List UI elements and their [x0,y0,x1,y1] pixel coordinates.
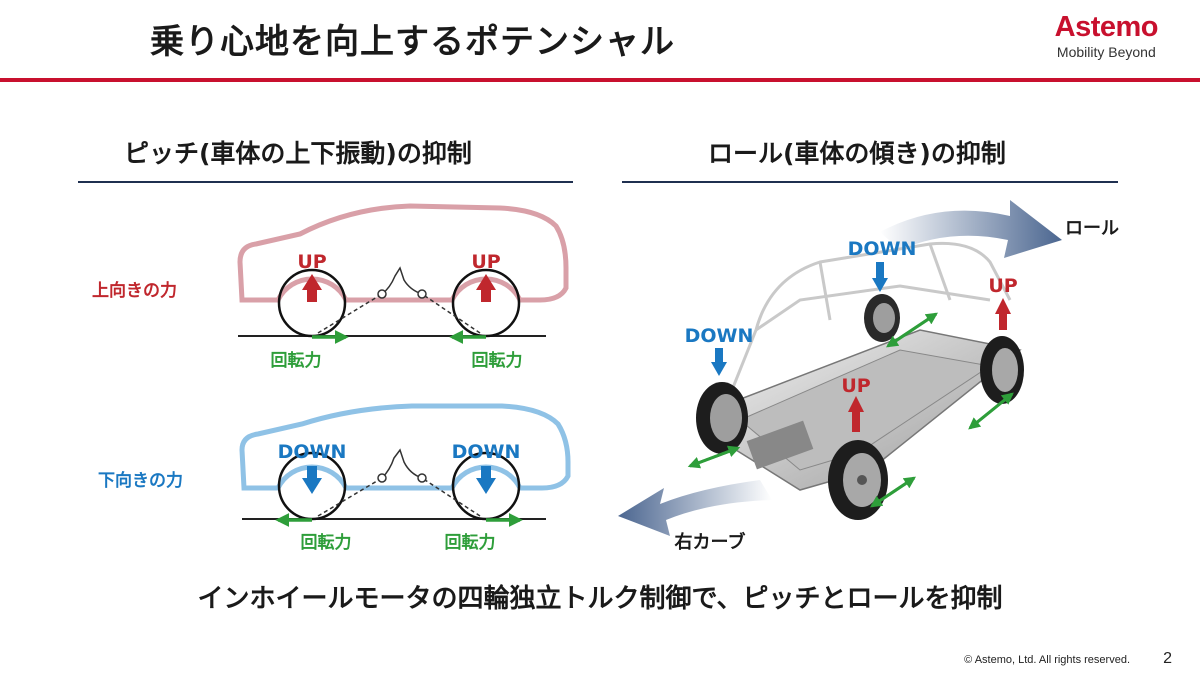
roll-rear-right-label: UP [988,275,1017,297]
roll-label: ロール [1065,218,1119,239]
lower-front-torque-label: 回転力 [301,532,352,553]
page-number: 2 [1163,650,1172,667]
roll-front-left-label: DOWN [685,325,754,347]
wheel-front-left [696,382,748,454]
upward-force-label: 上向きの力 [92,281,177,301]
lower-front-down-label: DOWN [278,441,347,463]
roll-force-arrows [711,262,1011,432]
slide-title: 乗り心地を向上するポテンシャル [150,22,675,62]
roll-front-right-label: UP [841,375,870,397]
header-divider [0,78,1200,82]
lower-rear-torque-label: 回転力 [445,532,496,553]
curve-arrow [618,480,772,536]
car-frame [730,241,1012,391]
wheel-rear-right [980,336,1024,404]
right-curve-label: 右カーブ [675,531,746,553]
downward-force-label: 下向きの力 [98,471,183,491]
roll-rear-left-label: DOWN [848,238,917,260]
astemo-logo: Astemo Mobility Beyond [1054,10,1159,60]
logo-tagline: Mobility Beyond [1056,44,1156,60]
upper-front-up-label: UP [297,251,326,273]
roll-section-rule [622,181,1118,183]
pitch-section-title: ピッチ(車体の上下振動)の抑制 [124,139,472,168]
wheel-front-right [828,440,888,520]
upward-pitch-diagram: UP UP 回転力 回転力 [237,203,569,371]
copyright-notice: © Astemo, Ltd. All rights reserved. [964,654,1130,666]
downward-pitch-diagram: DOWN DOWN 回転力 回転力 [239,403,571,553]
upper-rear-torque-label: 回転力 [472,350,523,371]
roll-arrow [880,200,1062,258]
lower-car-body [239,403,571,491]
upper-rear-up-label: UP [471,251,500,273]
upper-front-torque-label: 回転力 [271,350,322,371]
wheel-rear-left [864,294,900,342]
upper-car-body [237,203,569,303]
roll-diagram: DOWN DOWN UP UP ロール 右カーブ [618,200,1119,553]
roll-section-title: ロール(車体の傾き)の抑制 [708,139,1006,168]
lower-rear-down-label: DOWN [452,441,521,463]
summary-statement: インホイールモータの四輪独立トルク制御で、ピッチとロールを抑制 [197,584,1003,614]
pitch-section-rule [78,181,573,183]
logo-wordmark: Astemo [1054,11,1159,43]
